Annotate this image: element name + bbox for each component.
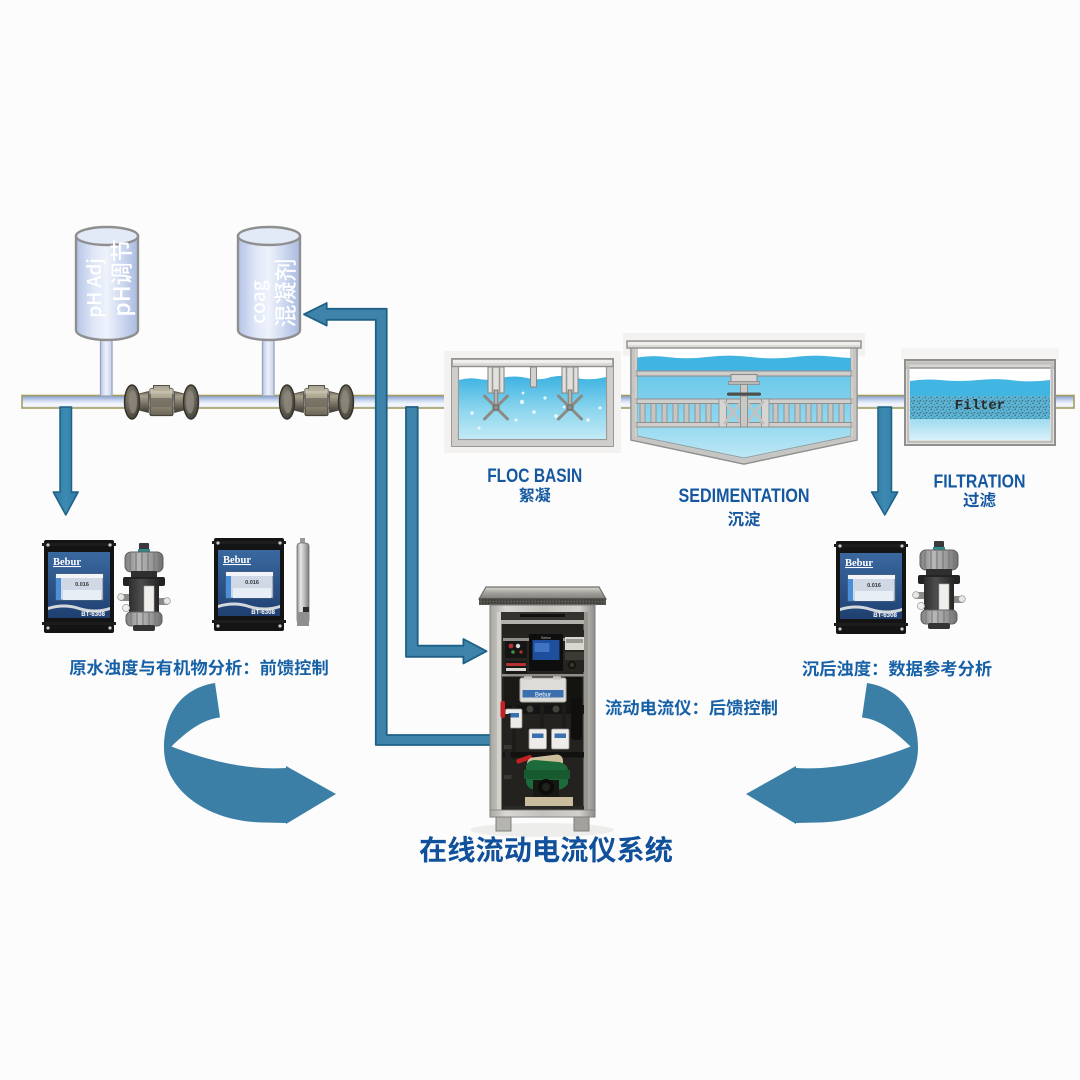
svg-text:SEDIMENTATION: SEDIMENTATION — [679, 485, 810, 507]
svg-text:Filter: Filter — [955, 398, 1005, 414]
svg-text:Bebur: Bebur — [535, 693, 551, 699]
svg-text:FLOC BASIN: FLOC BASIN — [487, 466, 582, 487]
svg-text:Bebur: Bebur — [53, 557, 81, 568]
svg-text:BT-6308: BT-6308 — [81, 611, 105, 618]
svg-text:FILTRATION: FILTRATION — [934, 471, 1026, 492]
svg-text:0.016: 0.016 — [75, 582, 89, 588]
svg-text:Bebur: Bebur — [541, 636, 551, 640]
